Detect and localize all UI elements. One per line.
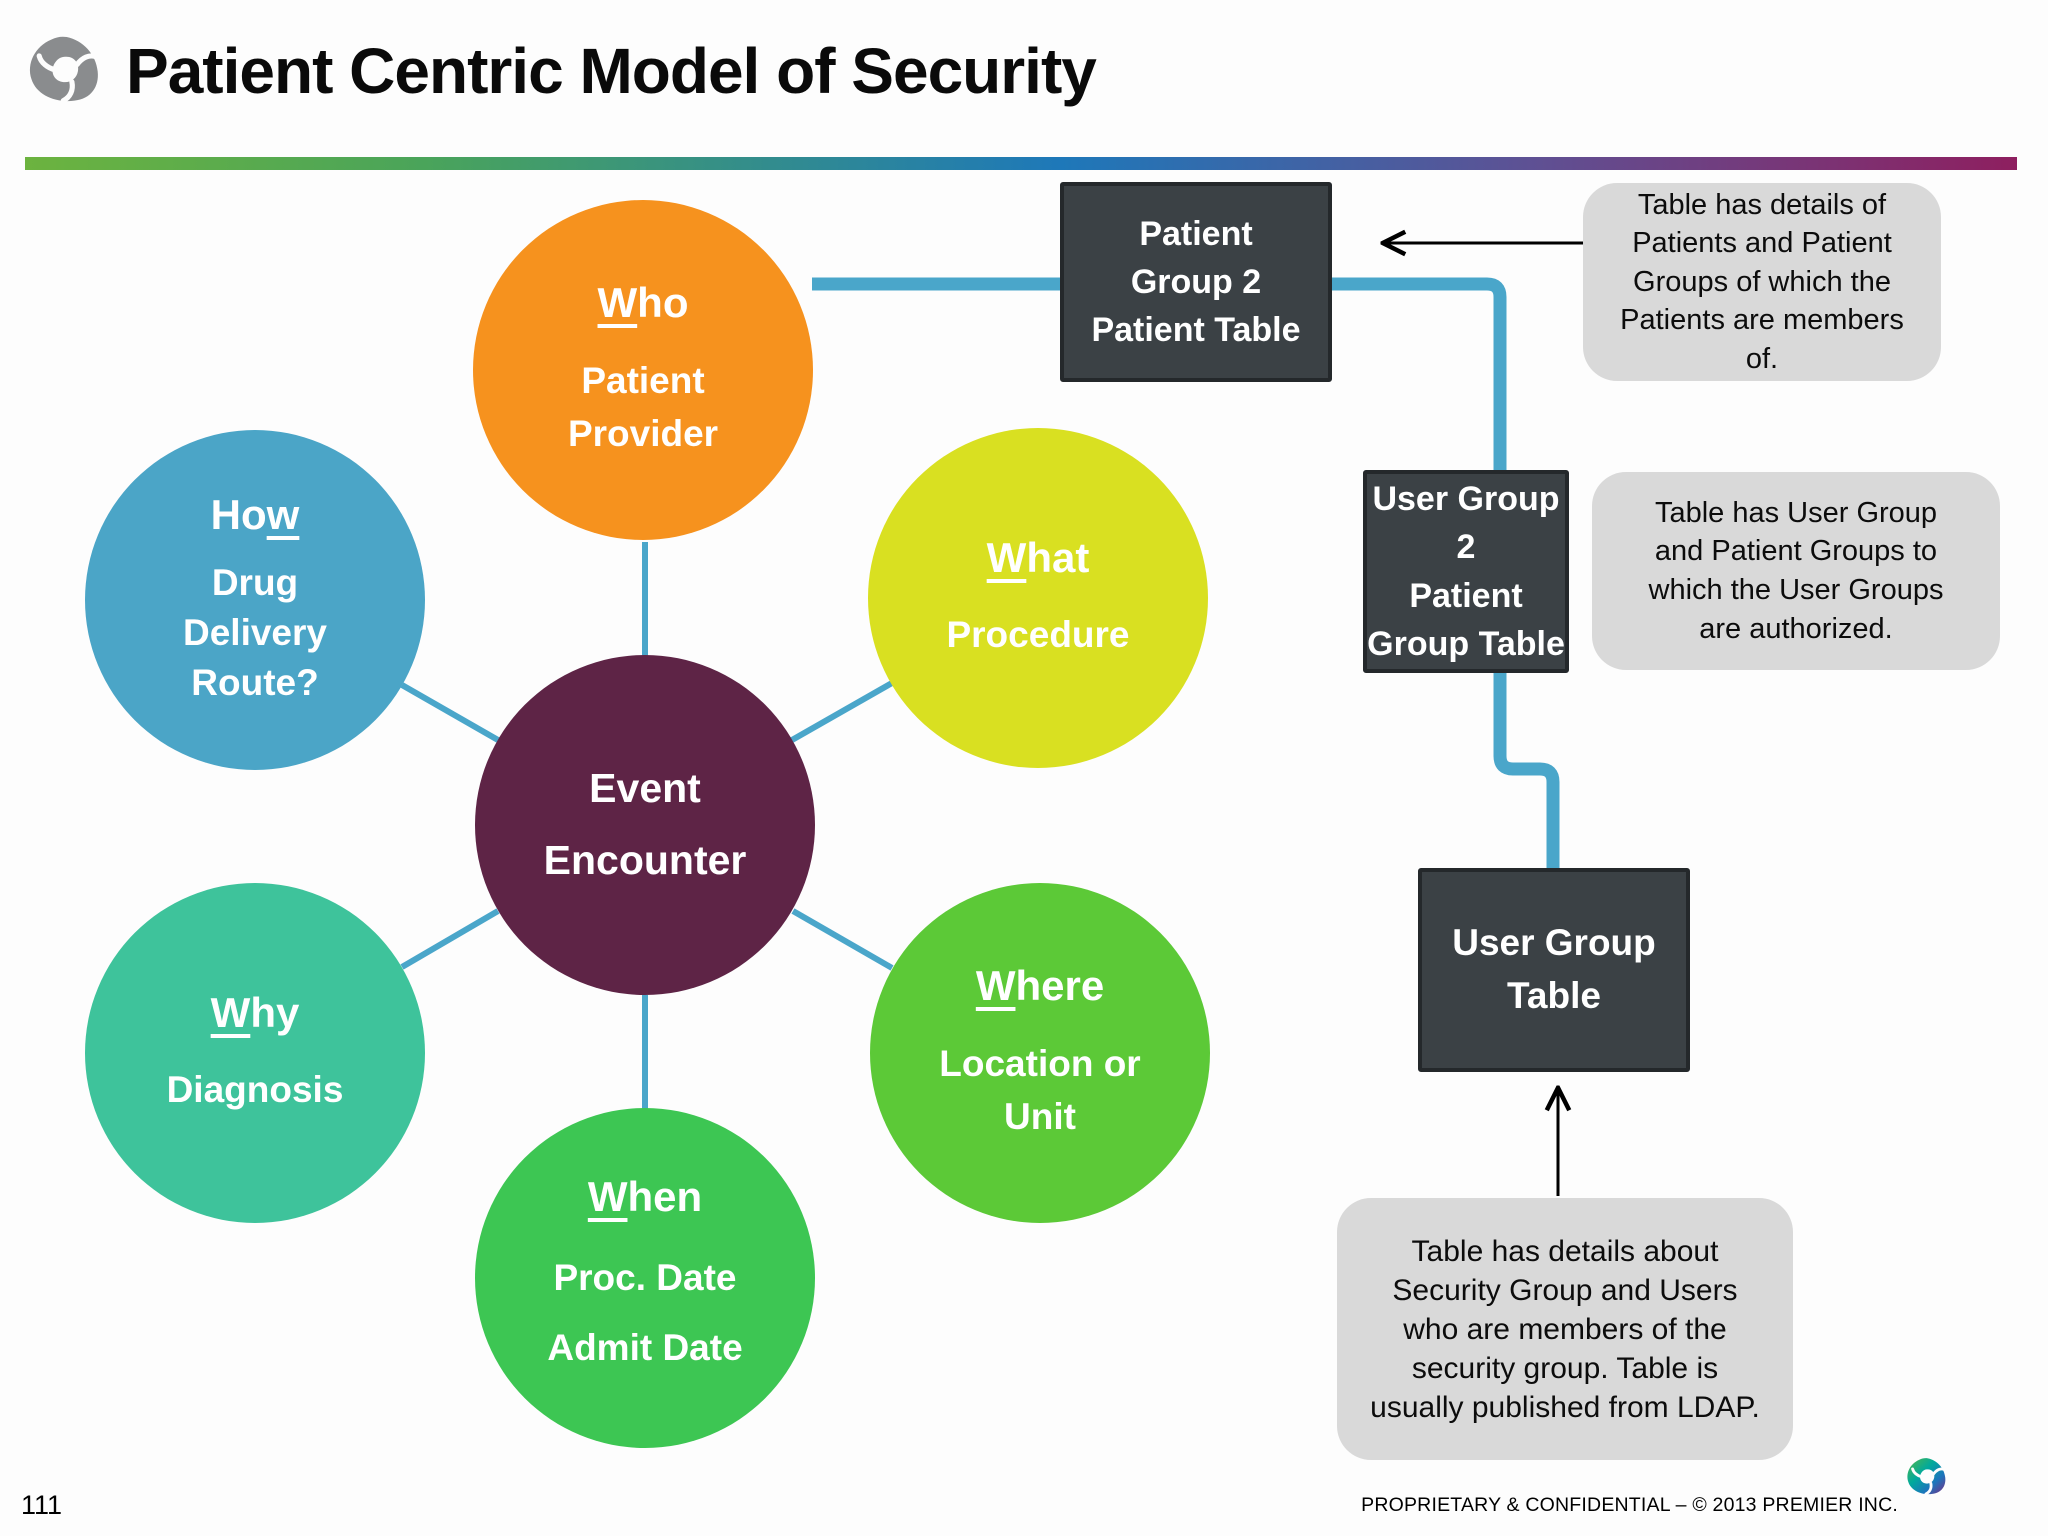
callout-user-group-table-note: Table has details about Security Group a… bbox=[1337, 1198, 1793, 1460]
circle-what-heading: What bbox=[986, 534, 1090, 582]
box-user-group-table: User Group Table bbox=[1418, 868, 1690, 1072]
page-number: 111 bbox=[21, 1490, 63, 1520]
box-user-group-2-patient-group-table: User Group 2 Patient Group Table bbox=[1363, 470, 1569, 673]
circle-why-body: Diagnosis bbox=[166, 1069, 344, 1111]
circle-when-heading: When bbox=[587, 1172, 703, 1220]
circle-what-body: Procedure bbox=[946, 614, 1130, 656]
circle-who-heading: Who bbox=[597, 279, 689, 327]
circle-event-encounter: Event Encounter bbox=[475, 655, 815, 995]
title-divider-gradient-bar bbox=[25, 157, 2017, 170]
circle-who: Who Patient Provider bbox=[473, 200, 813, 540]
circle-where: Where Location or Unit bbox=[870, 883, 1210, 1223]
circle-event-encounter-body: Event Encounter bbox=[543, 765, 747, 883]
circle-why-heading: Why bbox=[210, 989, 300, 1037]
premier-logo-gray-icon bbox=[29, 36, 99, 104]
circle-where-heading: Where bbox=[975, 962, 1105, 1010]
circle-when: When Proc. Date Admit Date bbox=[475, 1108, 815, 1448]
page-title: Patient Centric Model of Security bbox=[126, 35, 1097, 107]
circle-why: Why Diagnosis bbox=[85, 883, 425, 1223]
circle-how-body: Drug Delivery Route? bbox=[183, 561, 327, 704]
circle-how-heading: How bbox=[210, 491, 300, 539]
circle-where-body: Location or Unit bbox=[939, 1042, 1141, 1138]
premier-logo-color-icon bbox=[1907, 1458, 1946, 1496]
footer-confidentiality-text: PROPRIETARY & CONFIDENTIAL – © 2013 PREM… bbox=[1361, 1494, 1898, 1516]
circle-when-body: Proc. Date Admit Date bbox=[547, 1256, 743, 1369]
circle-who-body: Patient Provider bbox=[567, 359, 719, 455]
callout-user-group-2-note: Table has User Group and Patient Groups … bbox=[1592, 472, 2000, 670]
circle-how: How Drug Delivery Route? bbox=[85, 430, 425, 770]
circle-what: What Procedure bbox=[868, 428, 1208, 768]
callout-patient-table-note: Table has details of Patients and Patien… bbox=[1583, 183, 1941, 381]
box-patient-group-2-patient-table: Patient Group 2 Patient Table bbox=[1060, 182, 1332, 382]
